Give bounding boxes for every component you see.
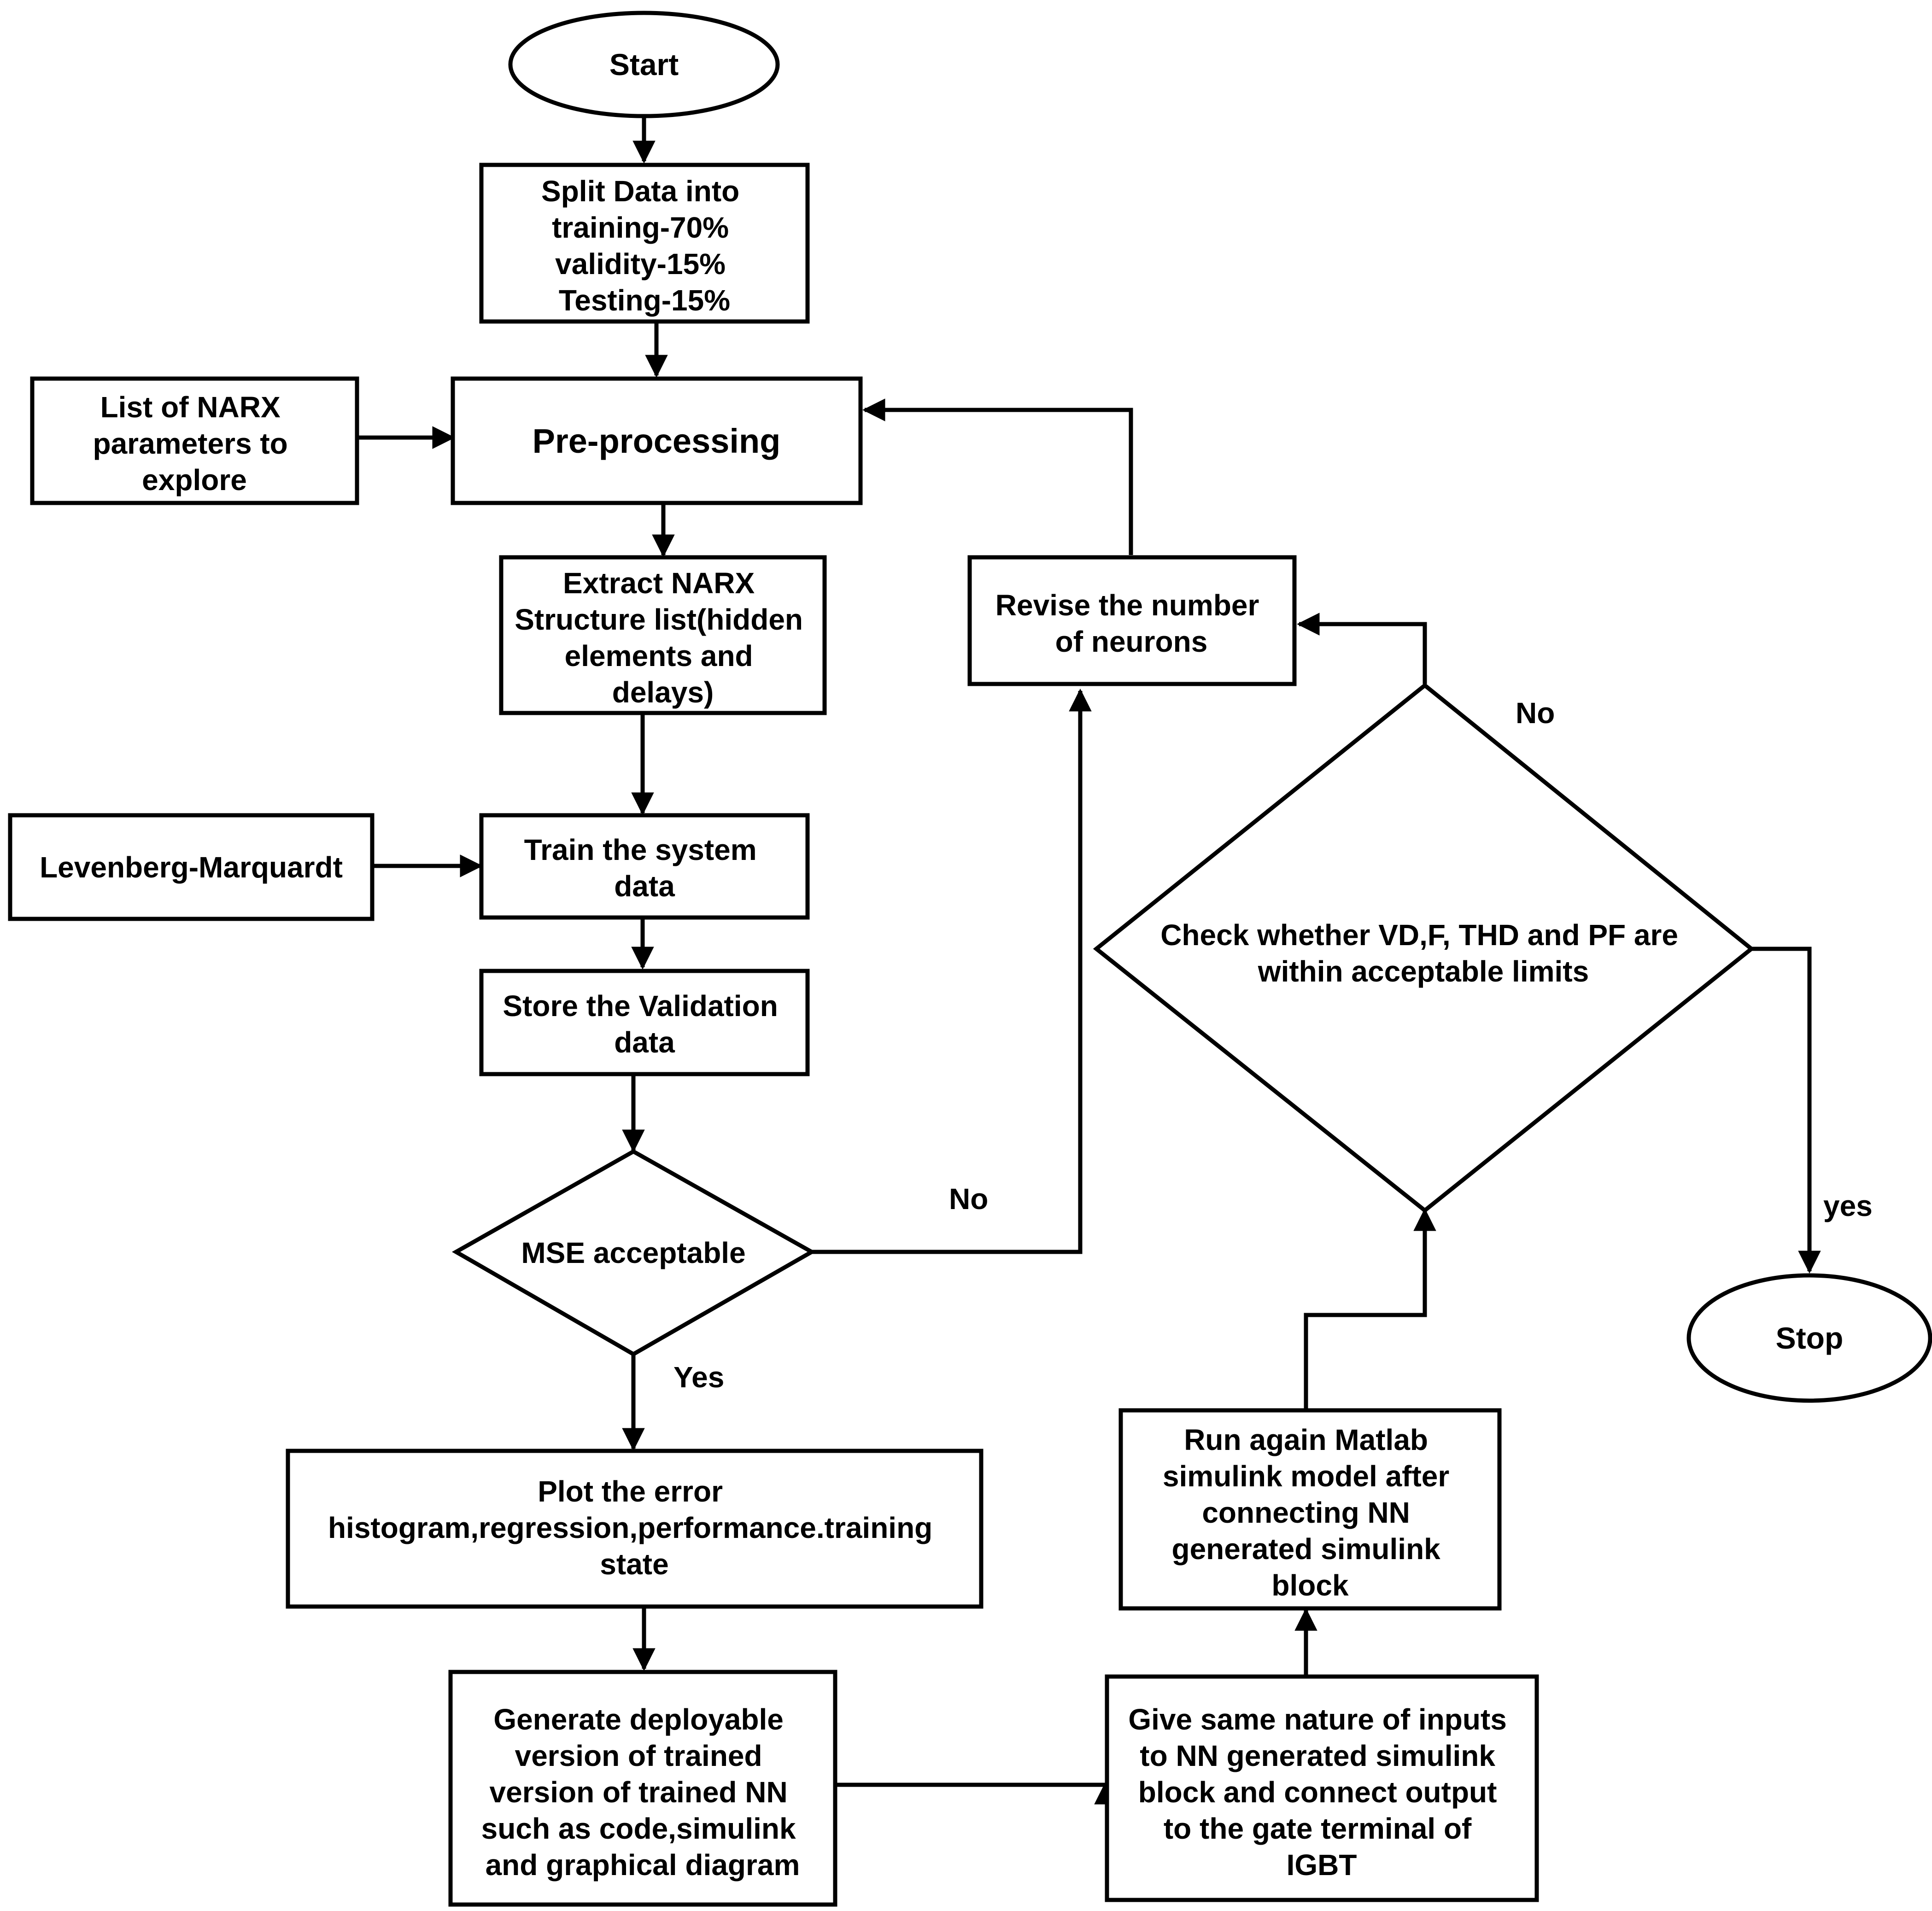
plot-error-box: [286, 1449, 984, 1609]
check-no-label: No: [1516, 696, 1555, 730]
train-system-label: Train the system data: [524, 833, 765, 903]
mse-decision-diamond: [451, 1149, 816, 1357]
edge-labels: No Yes No yes: [673, 696, 1873, 1394]
node-stop: Stop: [1686, 1273, 1932, 1403]
edge-check-no-to-revise: [1297, 613, 1427, 684]
check-limits-label: Check whether VD,F, THD and PF are withi…: [1160, 918, 1686, 988]
node-generate: Generate deployable version of trained v…: [448, 1670, 837, 1907]
give-inputs-label: Give same nature of inputs to NN generat…: [1128, 1703, 1515, 1882]
plot-error-label: Plot the error histogram,regression,perf…: [328, 1475, 941, 1581]
edge-generate-to-give: [835, 1782, 1117, 1805]
node-extract: Extract NARX Structure list(hidden eleme…: [499, 555, 827, 715]
edge-run-to-check: [1304, 1208, 1436, 1408]
node-preprocess: Pre-processing: [451, 376, 863, 505]
revise-neurons-label: Revise the number of neurons: [995, 589, 1267, 658]
start-label: Start: [609, 47, 679, 82]
narx-parameters-box: [30, 376, 359, 505]
store-validation-box: [479, 969, 810, 1076]
check-limits-diamond: [1093, 683, 1755, 1213]
check-yes-label: yes: [1823, 1189, 1873, 1222]
node-train: Train the system data: [479, 813, 810, 920]
narx-parameters-label: List of NARX parameters to explore: [93, 391, 296, 497]
split-data-box: [479, 163, 810, 324]
run-matlab-box: [1118, 1408, 1502, 1611]
revise-neurons-box: [967, 555, 1297, 686]
node-check: Check whether VD,F, THD and PF are withi…: [1093, 683, 1755, 1213]
node-plot: Plot the error histogram,regression,perf…: [286, 1449, 984, 1609]
extract-narx-box: [499, 555, 827, 715]
split-data-label: Split Data into training-70% validity-15…: [541, 175, 748, 317]
edges: [357, 115, 1821, 1805]
node-lm: Levenberg-Marquardt: [8, 813, 375, 921]
start-terminal: [508, 11, 780, 118]
give-inputs-box: [1105, 1674, 1539, 1902]
edge-revise-to-preprocess: [862, 398, 1133, 555]
run-matlab-label: Run again Matlab simulink model after co…: [1163, 1423, 1458, 1602]
node-split: Split Data into training-70% validity-15…: [479, 163, 810, 324]
levenberg-marquardt-box: [8, 813, 375, 921]
levenberg-marquardt-label: Levenberg-Marquardt: [40, 851, 343, 884]
train-system-box: [479, 813, 810, 920]
mse-yes-label: Yes: [673, 1361, 724, 1394]
stop-terminal: [1686, 1273, 1932, 1403]
node-run: Run again Matlab simulink model after co…: [1118, 1408, 1502, 1611]
node-store: Store the Validation data: [479, 969, 810, 1076]
mse-decision-label: MSE acceptable: [521, 1236, 745, 1269]
generate-deployable-box: [448, 1670, 837, 1907]
node-revise: Revise the number of neurons: [967, 555, 1297, 686]
node-params: List of NARX parameters to explore: [30, 376, 359, 505]
node-mse: MSE acceptable: [451, 1149, 816, 1357]
mse-no-label: No: [949, 1182, 988, 1216]
preprocessing-label: Pre-processing: [533, 422, 781, 460]
store-validation-label: Store the Validation data: [503, 989, 786, 1059]
edge-check-yes-to-stop: [1751, 947, 1821, 1274]
stop-label: Stop: [1776, 1321, 1844, 1355]
generate-deployable-label: Generate deployable version of trained v…: [481, 1703, 804, 1882]
preprocessing-box: [451, 376, 863, 505]
extract-narx-label: Extract NARX Structure list(hidden eleme…: [515, 567, 811, 709]
node-give: Give same nature of inputs to NN generat…: [1105, 1674, 1539, 1902]
edge-mse-no-to-revise: [812, 689, 1092, 1254]
node-start: Start: [508, 11, 780, 118]
